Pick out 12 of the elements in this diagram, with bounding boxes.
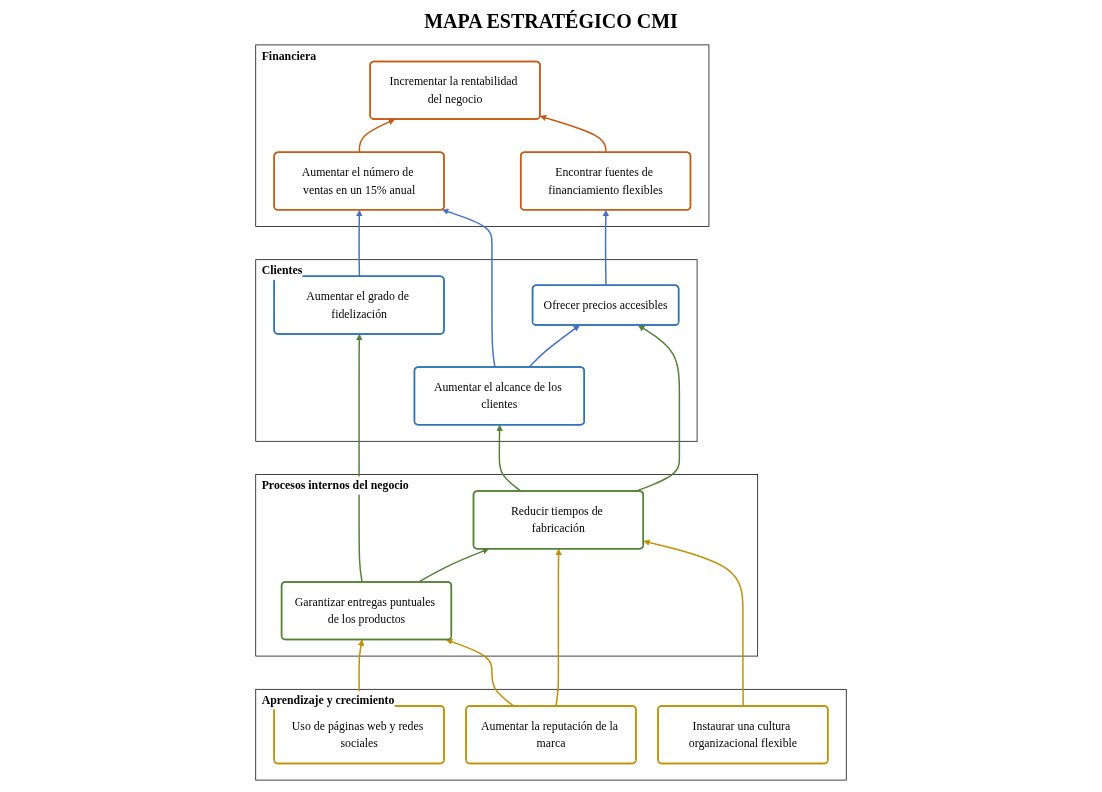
arrow [358,118,395,154]
arrow [442,208,496,369]
arrow [602,209,610,287]
arrow [446,638,515,707]
arrow [356,209,363,278]
arrow [555,548,562,707]
arrow [539,114,607,154]
arrow [356,333,363,583]
arrow [496,424,523,493]
arrow [643,539,745,707]
arrow [527,325,580,369]
diagram-title: MAPA ESTRATÉGICO CMI [424,10,678,33]
